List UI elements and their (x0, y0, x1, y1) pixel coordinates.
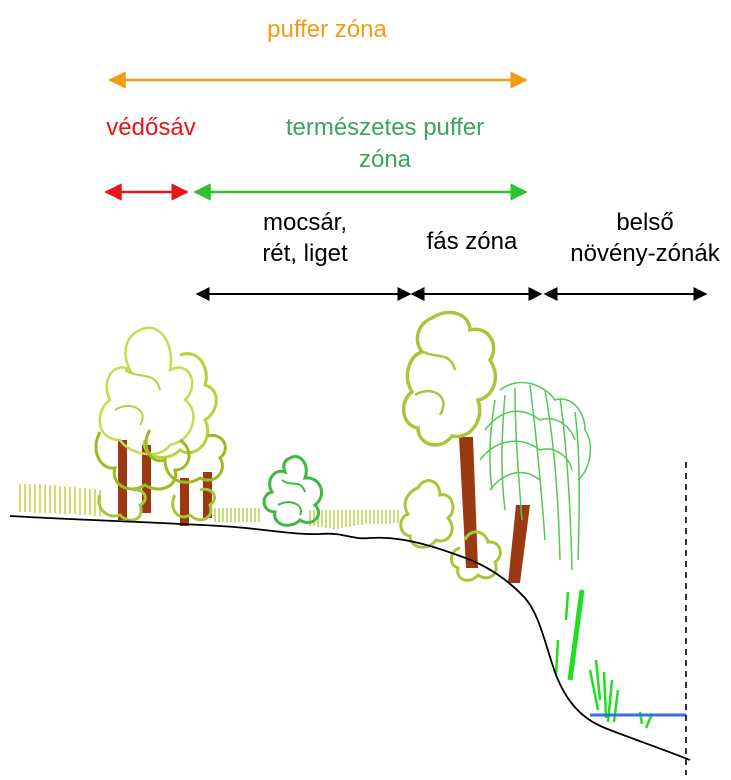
termeszetes-puffer-label-line2: zóna (358, 146, 412, 173)
vedosav-label: védősáv (106, 114, 196, 141)
mocsar-label-line2: rét, liget (262, 240, 348, 267)
termeszetes-puffer-label-line1: természetes puffer (285, 114, 485, 141)
grass-strip (19, 484, 101, 516)
mocsar-label-line1: mocsár, (262, 209, 348, 236)
tree-trunk (142, 445, 151, 513)
belso-label-line2: növény-zónák (570, 240, 720, 267)
puffer-zona-label: puffer zóna (267, 16, 387, 43)
belso-label-line1: belső (616, 209, 674, 236)
tree-trunk (508, 505, 530, 583)
fas-zona-label: fás zóna (426, 228, 518, 255)
meadow-shrub (262, 455, 323, 527)
reeds (554, 589, 654, 729)
tree-trunk (118, 440, 127, 520)
tree-trunk (203, 472, 212, 518)
tree-trunk (180, 478, 189, 526)
meadow-strip (214, 508, 399, 529)
tree-trunk (459, 437, 478, 568)
ground-profile (9, 515, 691, 761)
wooded-zone-trees (399, 310, 592, 583)
left-tree-cluster (94, 326, 227, 526)
